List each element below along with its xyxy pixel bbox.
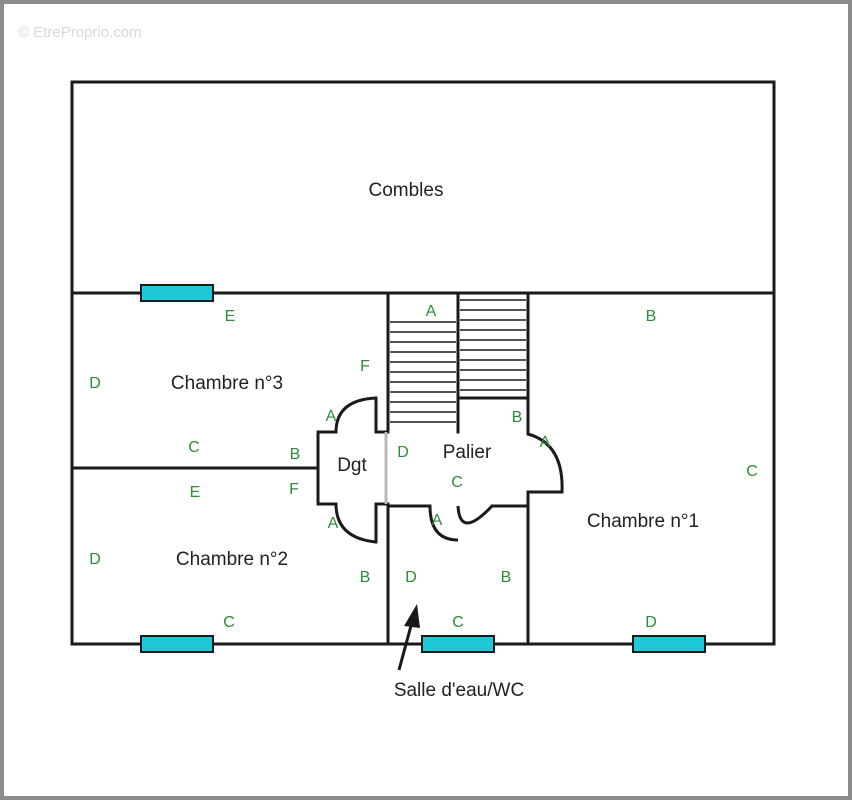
label-salle-eau: Salle d'eau/WC	[394, 680, 524, 701]
staircase	[386, 291, 530, 434]
label-chambre2: Chambre n°2	[176, 549, 288, 570]
letter-ch2-d: D	[89, 551, 101, 568]
letter-ch3-b: B	[290, 446, 301, 463]
salle-eau-door-left	[456, 504, 494, 525]
letter-sde-c: C	[452, 614, 464, 631]
letter-ch1-a: A	[540, 434, 551, 451]
letter-ch1-b: B	[646, 308, 657, 325]
letter-ch1-d: D	[645, 614, 657, 631]
letter-ch1-c: C	[746, 463, 758, 480]
letter-dgt-a-top: A	[326, 408, 337, 425]
window-chambre1	[632, 635, 706, 653]
chambre3-door	[334, 396, 377, 433]
label-combles: Combles	[369, 180, 444, 201]
letter-ch2-e: E	[190, 484, 201, 501]
letter-ch2-c: C	[223, 614, 235, 631]
label-palier: Palier	[443, 442, 492, 463]
chambre2-door	[334, 503, 377, 544]
letter-ch3-f: F	[360, 358, 370, 375]
letter-ch3-c: C	[188, 439, 200, 456]
letter-ch3-d: D	[89, 375, 101, 392]
letter-ch3-e: E	[225, 308, 236, 325]
window-chambre3	[140, 284, 214, 302]
letter-sde-b: B	[501, 569, 512, 586]
letter-sde-d: D	[405, 569, 417, 586]
chambre1-door	[527, 432, 564, 494]
letter-pal-c: C	[451, 474, 463, 491]
label-chambre3: Chambre n°3	[171, 373, 283, 394]
letter-pal-a: A	[426, 303, 437, 320]
letter-dgt-a-bottom: A	[328, 515, 339, 532]
dgt-walls	[316, 396, 390, 544]
salle-eau-arrow	[397, 604, 420, 671]
letter-pal-d: D	[397, 444, 409, 461]
watermark: © EtreProprio.com	[18, 24, 142, 41]
letter-pal-b: B	[512, 409, 523, 426]
label-dgt: Dgt	[337, 455, 367, 476]
label-chambre1: Chambre n°1	[587, 511, 699, 532]
salle-eau-door-swing	[428, 505, 459, 542]
letter-ch2-f: F	[289, 481, 299, 498]
letter-ch2-b: B	[360, 569, 371, 586]
window-salle-eau	[421, 635, 495, 653]
window-chambre2	[140, 635, 214, 653]
letter-sde-a: A	[432, 512, 443, 529]
